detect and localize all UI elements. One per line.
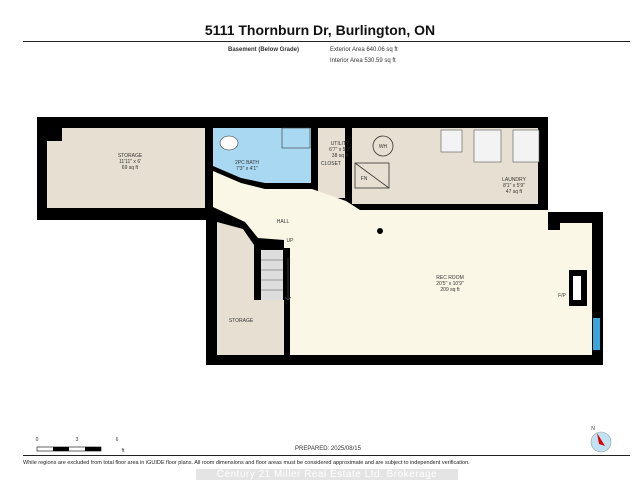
header-divider <box>23 41 630 42</box>
scale-tick-0: 0 <box>36 437 39 443</box>
toilet-icon <box>219 135 239 151</box>
compass-north: N <box>591 426 595 432</box>
scale-tick-3: 3 <box>76 437 79 443</box>
exterior-area: Exterior Area 640.06 sq ft <box>330 47 398 53</box>
utility-dims: 6'7" x 5'9" <box>329 147 351 153</box>
wh-label: WH <box>379 144 388 150</box>
hall-area <box>213 171 592 355</box>
up-label: UP <box>287 238 295 244</box>
rec-area: 209 sq ft <box>440 287 460 293</box>
lower-storage-label: STORAGE <box>229 318 254 324</box>
laundry-dims: 8'1" x 5'9" <box>503 183 525 189</box>
washer-icon <box>473 129 502 163</box>
closet-room <box>318 128 345 198</box>
window <box>593 318 600 350</box>
storage-label: STORAGE <box>118 153 143 159</box>
level-label: Basement (Below Grade) <box>228 47 300 53</box>
hall-label: HALL <box>277 219 290 225</box>
interior-area: Interior Area 530.59 sq ft <box>330 58 396 64</box>
storage-room <box>47 128 205 208</box>
scale-tick-6: 6 <box>116 437 119 443</box>
stairs <box>261 250 283 300</box>
lower-storage-room <box>217 222 284 355</box>
water-heater-icon <box>372 135 394 157</box>
rec-label: REC ROOM <box>436 275 464 281</box>
closet-label: CLOSET <box>321 161 341 167</box>
storage-area: 69 sq ft <box>122 165 139 171</box>
laundry-sink-icon <box>440 129 463 153</box>
laundry-label: LAUNDRY <box>502 177 526 183</box>
rec-dims: 20'5" x 10'9" <box>436 281 464 287</box>
column <box>377 228 383 234</box>
disclaimer: While regions are excluded from total fl… <box>23 460 470 466</box>
laundry-area: 47 sq ft <box>506 189 523 195</box>
utility-label: UTILITY <box>331 141 350 147</box>
utility-area: 38 sq ft <box>332 153 349 159</box>
dryer-icon <box>512 129 540 163</box>
bath-label: 2PC BATH <box>235 160 259 166</box>
prepared-date: PREPARED: 2025/08/15 <box>295 446 361 452</box>
watermark: Century 21 Miller Real Estate Ltd. Broke… <box>196 469 458 480</box>
fn-label: FN <box>361 176 368 182</box>
footer-divider <box>23 455 630 456</box>
bath-dims: 7'3" x 4'1" <box>236 166 258 172</box>
sink-icon <box>281 127 311 149</box>
scale-unit: ft <box>122 448 125 454</box>
page-title: 5111 Thornburn Dr, Burlington, ON <box>204 22 436 38</box>
fp-label: F/P <box>558 293 566 299</box>
storage-dims: 11'11" x 6' <box>119 159 141 165</box>
